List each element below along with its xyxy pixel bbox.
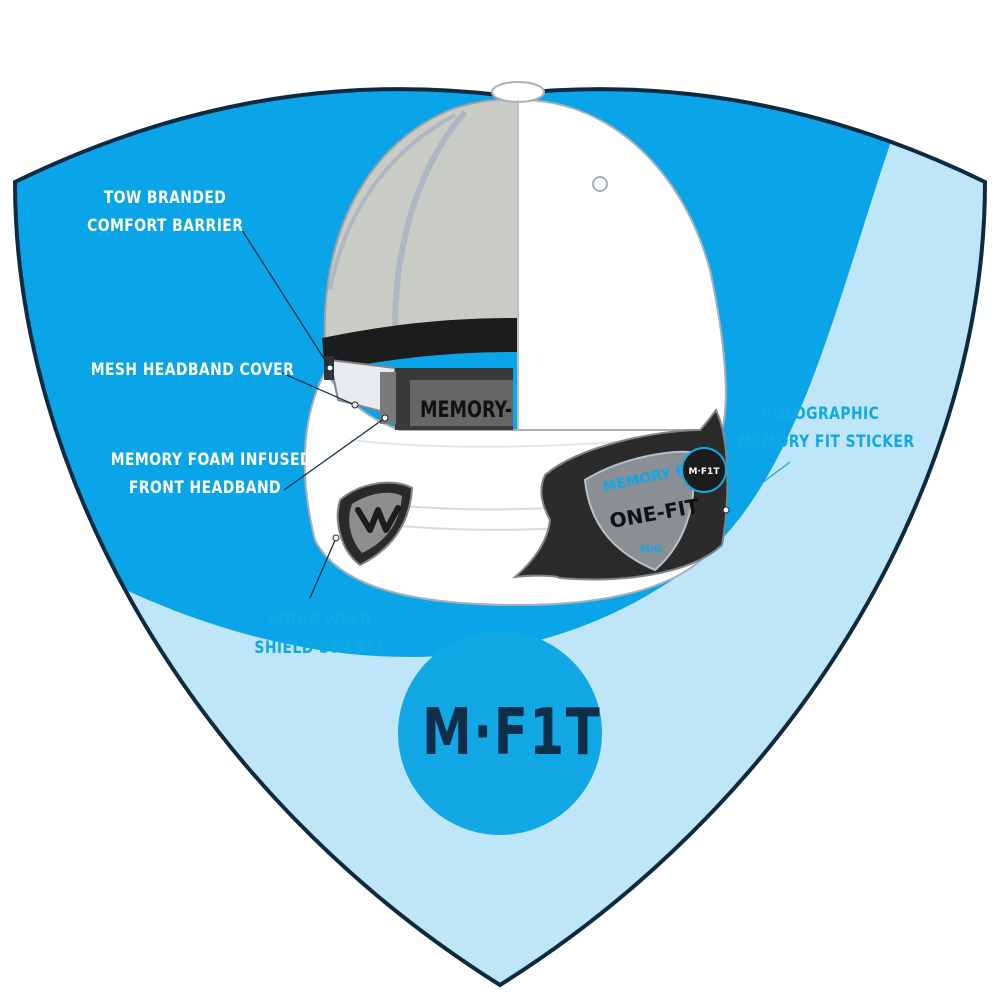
sonic-weld-label: SONIC WELD SHIELD STICKER — [254, 606, 385, 662]
cap-button — [492, 82, 544, 102]
comfort-barrier-label: TOW BRANDED COMFORT BARRIER — [87, 184, 243, 240]
headband-label: MEMORY- — [420, 398, 512, 423]
mesh-headband-label: MESH HEADBAND COVER — [91, 356, 280, 384]
memory-foam-label: MEMORY FOAM INFUSED FRONT HEADBAND — [111, 446, 300, 502]
mfit-logo-text: M·F1T — [422, 688, 578, 778]
holographic-label: HOLOGRAPHIC MEMORY FIT STICKER — [738, 400, 902, 456]
sticker-circle-center: M·F1T — [689, 467, 721, 477]
cap-eyelet — [593, 177, 607, 191]
sticker-size-text: M/G — [640, 544, 662, 555]
